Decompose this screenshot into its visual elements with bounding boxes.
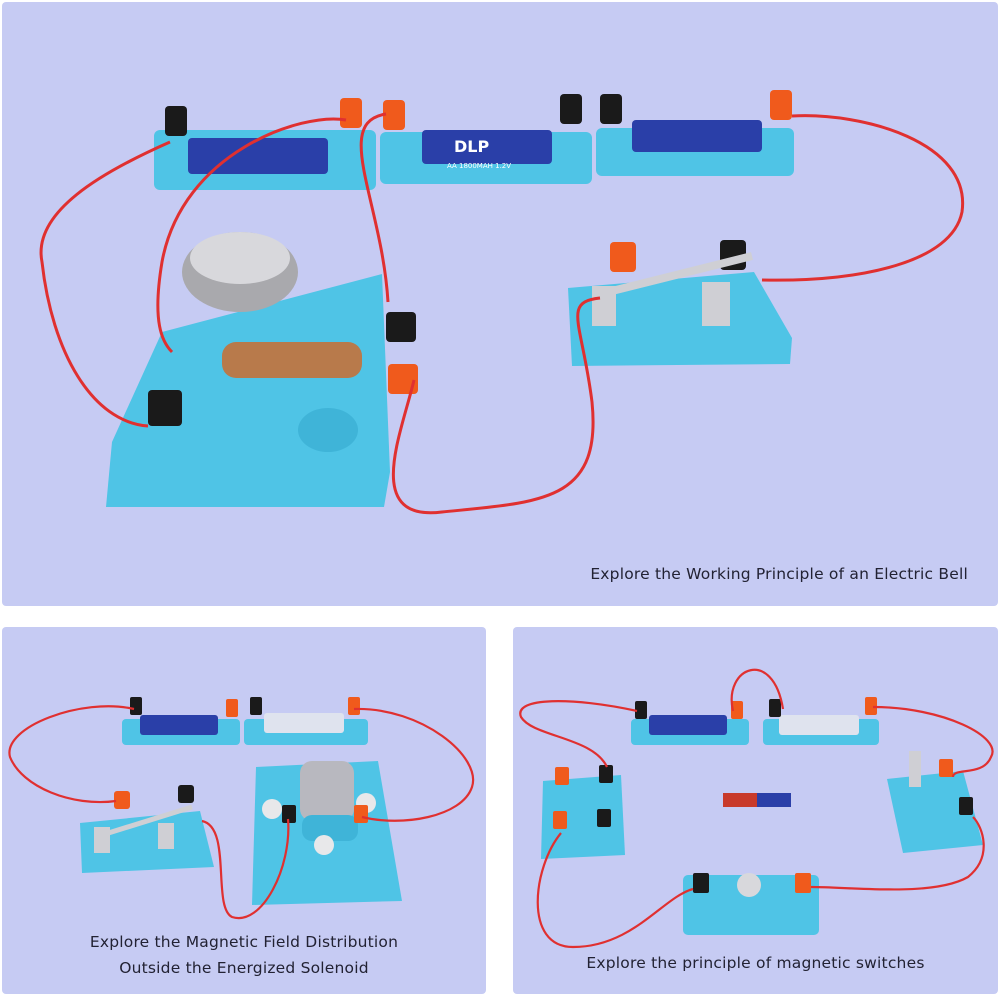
terminal-block-left: [541, 765, 625, 859]
circuit-wires: [8, 705, 475, 920]
knife-switch: [568, 240, 792, 366]
photo-solenoid: Explore the Magnetic Field Distribution …: [2, 627, 486, 994]
caption-magnetic-switch: Explore the principle of magnetic switch…: [586, 954, 925, 972]
reed-switch-board: [887, 751, 983, 853]
circuit-wires: [519, 668, 994, 949]
caption-solenoid-line1: Explore the Magnetic Field Distribution: [89, 933, 399, 951]
electric-bell-illustration: DLP AA 1800MAH 1.2V: [39, 90, 965, 515]
caption-solenoid-line2: Outside the Energized Solenoid: [119, 959, 369, 977]
battery-holder-row: [122, 697, 368, 745]
battery-brand: DLP: [454, 137, 489, 156]
photo-electric-bell: DLP AA 1800MAH 1.2V: [2, 2, 998, 606]
solenoid-illustration: [8, 697, 475, 920]
circuit-wires: [39, 112, 965, 515]
bar-magnet: [723, 793, 791, 807]
battery-spec: AA 1800MAH 1.2V: [447, 162, 511, 170]
caption-solenoid: Explore the Magnetic Field Distribution …: [2, 929, 486, 981]
knife-switch: [80, 785, 214, 873]
photo-magnetic-switch: Explore the principle of magnetic switch…: [513, 627, 998, 994]
caption-electric-bell: Explore the Working Principle of an Elec…: [590, 565, 968, 583]
battery-holder-row: DLP AA 1800MAH 1.2V: [154, 120, 794, 190]
magnetic-switch-illustration: [519, 668, 994, 949]
battery-terminals: [165, 90, 792, 136]
bulb-board: [683, 873, 819, 935]
electric-bell: [106, 232, 418, 507]
battery-holder-row: [631, 697, 879, 745]
solenoid-board: [252, 761, 402, 905]
